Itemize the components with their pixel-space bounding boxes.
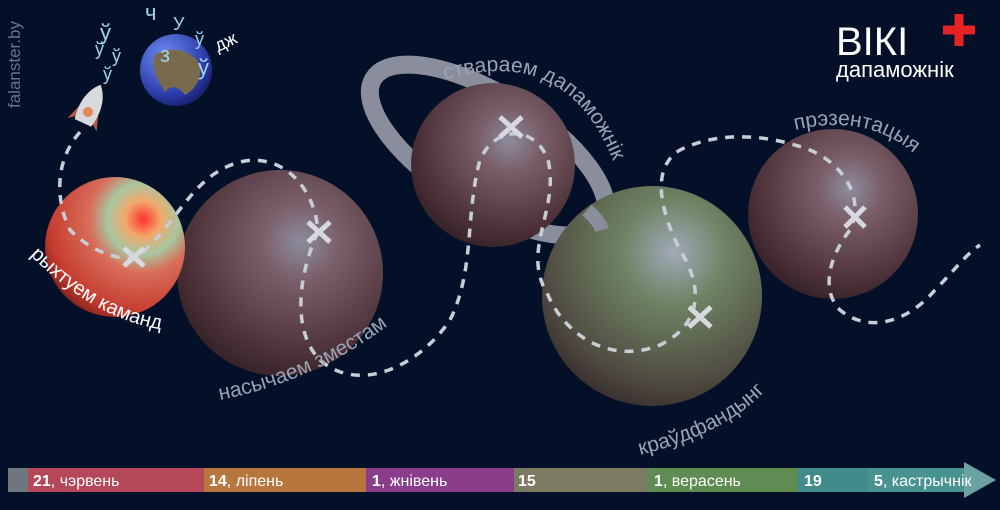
timeline-date-1: 21, чэрвень bbox=[33, 473, 119, 490]
timeline-date-5: 1, верасень bbox=[654, 473, 741, 490]
letter: У bbox=[173, 14, 185, 34]
timeline-segment bbox=[28, 468, 204, 492]
logo: ВІКІ дапаможнік bbox=[836, 14, 975, 82]
logo-word: ВІКІ bbox=[836, 20, 908, 64]
timeline-segment bbox=[366, 468, 514, 492]
timeline-segment bbox=[514, 468, 648, 492]
planet-team bbox=[45, 177, 185, 317]
letter: ў bbox=[198, 55, 209, 80]
letter: дж bbox=[211, 28, 240, 56]
timeline-date-4: 15 bbox=[518, 473, 536, 490]
timeline-segment bbox=[798, 468, 868, 492]
letter: ў bbox=[112, 46, 121, 66]
timeline-segment bbox=[204, 468, 366, 492]
red-cross-icon bbox=[943, 14, 975, 46]
letter: ў bbox=[100, 20, 111, 45]
rocket-icon bbox=[67, 84, 103, 132]
timeline-arrow-head bbox=[964, 462, 996, 498]
timeline: 21, чэрвень 14, ліпень 1, жнівень 15 1, … bbox=[8, 462, 996, 498]
planet-presentation bbox=[748, 129, 918, 299]
timeline-date-2: 14, ліпень bbox=[209, 473, 283, 490]
timeline-date-6: 19 bbox=[804, 473, 822, 490]
timeline-segment bbox=[868, 468, 964, 492]
planet-crowdfunding bbox=[542, 186, 762, 406]
watermark: falanster.by bbox=[5, 21, 24, 108]
letter: ў bbox=[95, 39, 104, 59]
timeline-date-3: 1, жнівень bbox=[372, 473, 447, 490]
landing-markers bbox=[122, 115, 867, 329]
earth-icon bbox=[140, 34, 212, 106]
marker-guide bbox=[498, 115, 524, 139]
logo-sub: дапаможнік bbox=[836, 57, 954, 82]
letter: ў bbox=[103, 64, 112, 84]
letter: ч bbox=[145, 0, 156, 25]
marker-crowdfunding bbox=[687, 305, 713, 329]
marker-content bbox=[306, 220, 332, 244]
marker-team bbox=[122, 246, 146, 268]
planet-guide bbox=[411, 83, 575, 247]
marker-presentation bbox=[843, 205, 867, 229]
timeline-date-7: 5, кастрычнік bbox=[874, 473, 973, 490]
letter: з bbox=[160, 42, 170, 67]
timeline-segment bbox=[648, 468, 798, 492]
letter: ў bbox=[195, 29, 204, 49]
planet-content bbox=[177, 170, 383, 376]
